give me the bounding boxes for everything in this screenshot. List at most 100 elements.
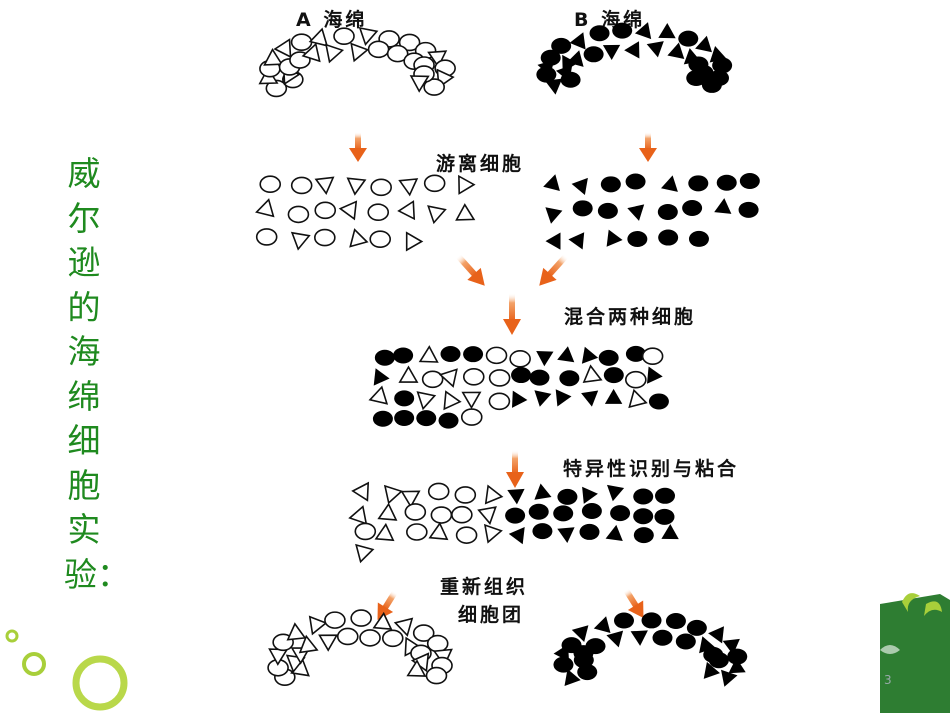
cell-black xyxy=(569,32,586,50)
cell-white xyxy=(374,522,395,542)
page-number: 3 xyxy=(884,673,892,687)
cell-white xyxy=(477,506,497,525)
cell-black xyxy=(568,232,585,250)
cell-white xyxy=(325,43,345,64)
cell-white xyxy=(324,611,346,629)
cell-black xyxy=(688,230,709,247)
cell-white xyxy=(290,176,313,195)
cell-white xyxy=(359,629,381,647)
cell-white xyxy=(425,666,448,685)
cell-white xyxy=(406,659,427,677)
cell-black xyxy=(607,484,625,502)
cell-black xyxy=(701,76,722,93)
cell-white xyxy=(398,33,421,52)
arrow-mix xyxy=(503,293,521,335)
cell-white xyxy=(423,174,446,193)
cell-white xyxy=(461,391,482,410)
cell-white xyxy=(308,27,329,47)
cell-black xyxy=(657,203,678,220)
cell-white xyxy=(314,176,335,195)
cell-white xyxy=(287,205,310,224)
cell-white xyxy=(443,390,462,411)
cell-black xyxy=(545,207,563,224)
cell-white xyxy=(348,505,368,525)
cell-black xyxy=(555,389,572,407)
cell-black xyxy=(393,347,414,364)
cell-black xyxy=(633,488,654,505)
cell-black xyxy=(440,345,461,362)
cell-white xyxy=(290,33,313,51)
cell-white xyxy=(336,627,359,646)
cell-black xyxy=(727,648,748,665)
cell-white xyxy=(628,388,648,409)
cell-black xyxy=(658,23,676,39)
cell-white xyxy=(462,368,485,386)
side-title: 威 尔 逊 的 海 绵 细 胞 实 验： xyxy=(64,152,130,597)
cell-black xyxy=(505,507,526,524)
cell-black xyxy=(633,527,654,544)
cell-black xyxy=(528,503,549,520)
cell-white xyxy=(455,526,478,544)
cell-black xyxy=(438,412,459,429)
side-title-char: 实 xyxy=(67,510,101,549)
cell-white xyxy=(488,392,511,411)
cell-black xyxy=(688,175,709,192)
side-title-char: 尔 xyxy=(67,198,101,238)
label-recognize: 特异性识别与粘合 xyxy=(563,457,739,480)
cell-white xyxy=(301,42,321,63)
side-title-char: 绵 xyxy=(67,376,101,416)
cell-black xyxy=(667,42,685,59)
cell-white xyxy=(483,523,503,544)
cell-black xyxy=(610,505,631,522)
cell-white xyxy=(404,503,427,521)
cell-black xyxy=(703,661,720,679)
arrow-merge-right xyxy=(539,253,569,286)
cell-white xyxy=(298,634,319,654)
cell-white xyxy=(398,178,419,197)
cell-black xyxy=(630,630,648,646)
cell-black xyxy=(625,173,646,190)
cell-black xyxy=(532,523,553,540)
label-mix: 混合两种细胞 xyxy=(564,305,696,328)
side-title-char: 细 xyxy=(67,421,101,460)
decor-logo xyxy=(880,593,950,713)
cell-black xyxy=(508,527,525,545)
cell-black xyxy=(738,201,759,218)
cell-black xyxy=(551,37,572,54)
cell-black xyxy=(585,638,606,655)
cell-white xyxy=(286,622,307,641)
cell-black xyxy=(557,346,575,363)
cell-black xyxy=(545,78,563,95)
cell-black xyxy=(678,30,699,47)
cell-white xyxy=(273,38,292,59)
label-regroup-2: 细胞团 xyxy=(458,603,524,626)
cell-black xyxy=(416,410,437,427)
cell-black xyxy=(536,351,554,367)
cell-black xyxy=(534,483,552,500)
side-title-char: 胞 xyxy=(67,465,101,505)
cell-black xyxy=(373,368,390,386)
cell-black xyxy=(652,629,673,646)
cell-black xyxy=(571,625,589,642)
cell-black xyxy=(600,176,621,193)
cell-white xyxy=(370,178,392,197)
cell-black xyxy=(572,200,593,217)
cell-black xyxy=(661,175,678,192)
cell-white xyxy=(405,231,424,252)
label-sponge-a: A 海绵 xyxy=(296,8,367,31)
cell-white xyxy=(488,369,511,387)
cell-white xyxy=(641,347,664,366)
cell-white xyxy=(427,205,447,225)
cell-black xyxy=(739,172,760,189)
cell-white xyxy=(333,27,355,45)
cell-black xyxy=(722,638,740,655)
arrow-merge-left xyxy=(455,253,485,286)
cell-black xyxy=(589,25,610,42)
cell-white xyxy=(255,198,275,218)
cell-black xyxy=(625,345,646,362)
cell-black xyxy=(581,503,602,520)
cell-black xyxy=(557,527,575,543)
sponge-a-top xyxy=(258,26,456,98)
cell-black xyxy=(581,390,599,407)
